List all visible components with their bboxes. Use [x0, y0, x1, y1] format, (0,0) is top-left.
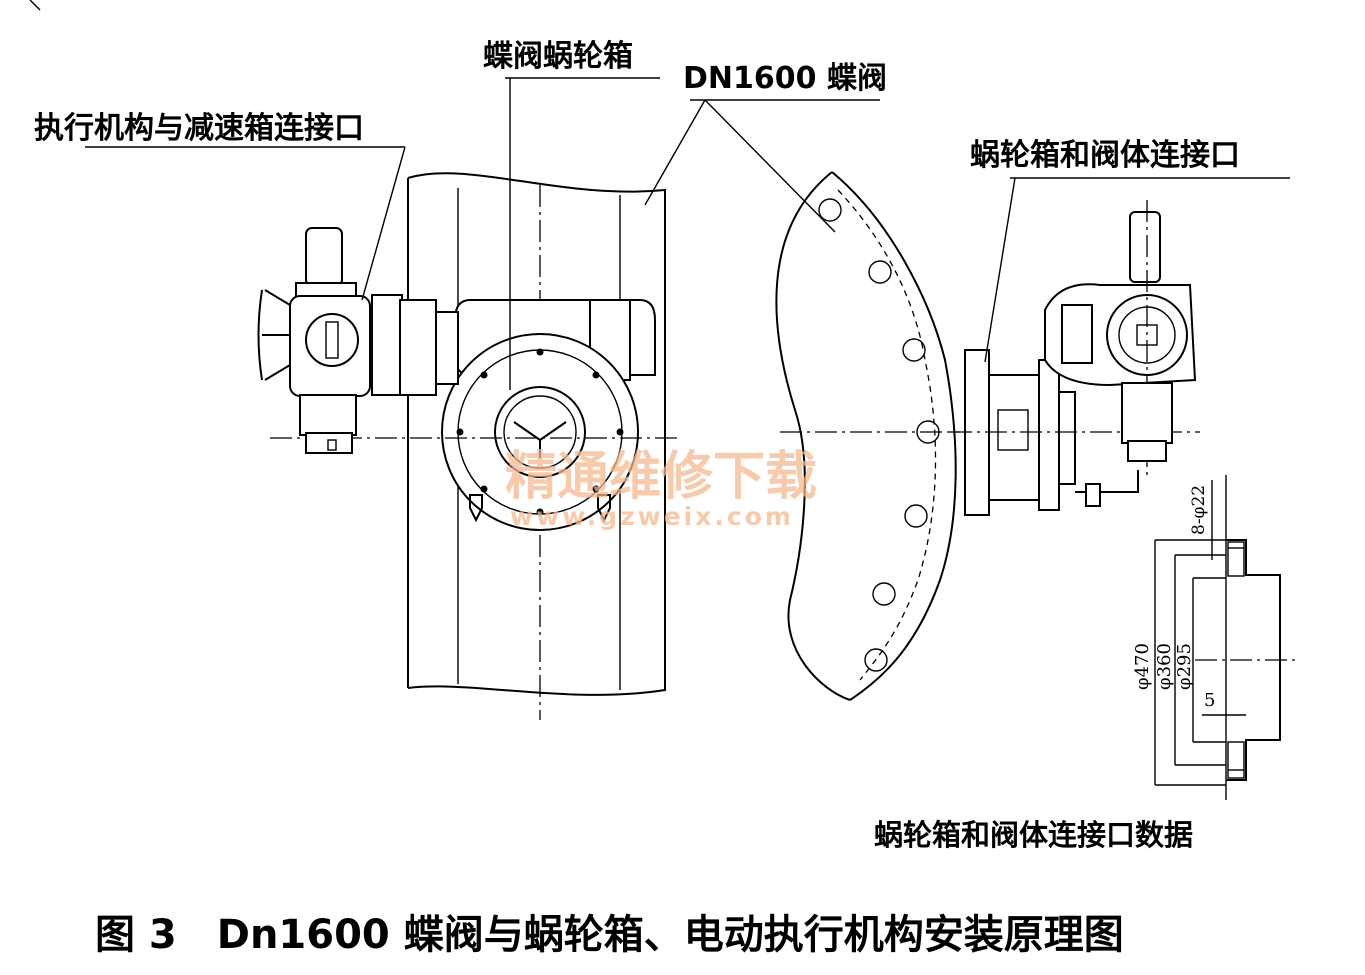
dim-bolt-holes: 8-φ22 — [1189, 485, 1209, 535]
leader-lines — [85, 77, 1290, 390]
electric-actuator-left — [257, 227, 371, 454]
worm-gearbox-side — [950, 349, 1200, 516]
label-interface-data: 蜗轮箱和阀体连接口数据 — [874, 818, 1193, 852]
watermark-url: www.gzweix.com — [510, 502, 794, 531]
interface-detail-section — [1154, 475, 1300, 800]
corner-mark — [29, 0, 41, 11]
figure-caption: 图 3 Dn1600 蝶阀与蜗轮箱、电动执行机构安装原理图 — [95, 912, 1124, 958]
dim-d360: φ360 — [1154, 643, 1175, 690]
electric-actuator-right — [1044, 200, 1197, 475]
reducer-coupling — [371, 294, 459, 396]
valve-flange-arc — [775, 171, 960, 701]
worm-gearbox — [270, 299, 680, 531]
dim-d295: φ295 — [1174, 643, 1195, 690]
watermark-cn: 精通维修下载 — [505, 447, 817, 507]
label-worm-gearbox: 蝶阀蜗轮箱 — [483, 39, 633, 74]
dim-d470: φ470 — [1132, 643, 1153, 690]
label-valve: DN1600 蝶阀 — [683, 61, 887, 96]
label-actuator-interface: 执行机构与减速箱连接口 — [34, 111, 364, 146]
dim-depth: 5 — [1204, 690, 1215, 711]
label-gearbox-body-interface: 蜗轮箱和阀体连接口 — [970, 138, 1240, 173]
